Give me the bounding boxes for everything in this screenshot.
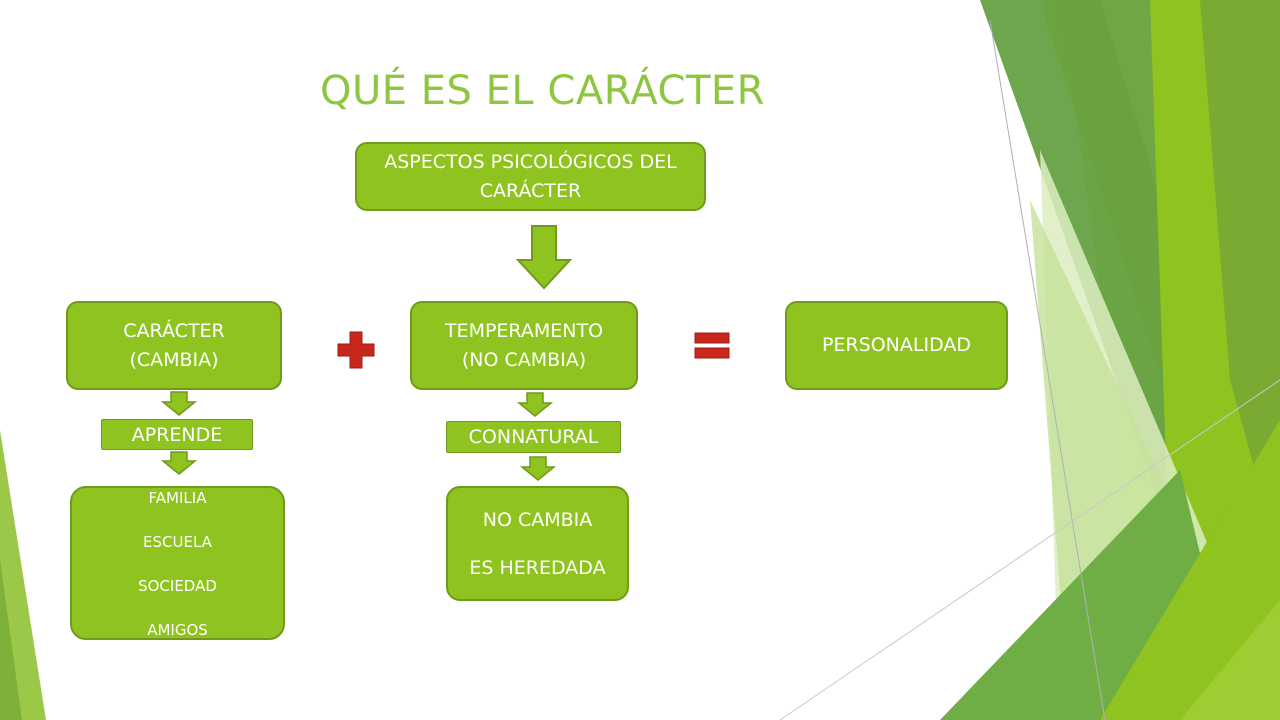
caracter-line-1: CARÁCTER bbox=[123, 319, 225, 342]
aprende-label: APRENDE bbox=[101, 419, 253, 450]
down-arrow-caracter bbox=[161, 391, 197, 416]
connatural-text: CONNATURAL bbox=[468, 426, 599, 448]
down-arrow-temperamento bbox=[517, 392, 553, 417]
page-title: QUÉ ES EL CARÁCTER bbox=[320, 68, 765, 114]
aspectos-line-2: CARÁCTER bbox=[479, 179, 582, 202]
no-cambia-line: NO CAMBIA bbox=[482, 508, 593, 531]
down-arrow-aprende bbox=[161, 451, 197, 475]
equals-icon bbox=[694, 332, 730, 359]
influence-amigos: AMIGOS bbox=[147, 621, 208, 639]
es-heredada-line: ES HEREDADA bbox=[469, 556, 606, 579]
personalidad-label: PERSONALIDAD bbox=[821, 334, 971, 356]
influences-box: FAMILIA ESCUELA SOCIEDAD AMIGOS bbox=[70, 486, 285, 640]
aspectos-line-1: ASPECTOS PSICOLÓGICOS DEL bbox=[384, 150, 677, 173]
caracter-line-2: (CAMBIA) bbox=[129, 348, 219, 371]
influence-familia: FAMILIA bbox=[148, 489, 207, 507]
aspectos-psicologicos-box: ASPECTOS PSICOLÓGICOS DEL CARÁCTER bbox=[355, 142, 706, 211]
personalidad-box: PERSONALIDAD bbox=[785, 301, 1008, 390]
down-arrow-main bbox=[516, 225, 572, 290]
connatural-label: CONNATURAL bbox=[446, 421, 621, 453]
aprende-text: APRENDE bbox=[131, 423, 223, 446]
temperamento-line-1: TEMPERAMENTO bbox=[444, 319, 604, 342]
no-cambia-box: NO CAMBIA ES HEREDADA bbox=[446, 486, 629, 601]
down-arrow-connatural bbox=[520, 456, 556, 481]
influence-escuela: ESCUELA bbox=[143, 533, 212, 551]
temperamento-box: TEMPERAMENTO (NO CAMBIA) bbox=[410, 301, 638, 390]
influence-sociedad: SOCIEDAD bbox=[138, 577, 217, 595]
caracter-box: CARÁCTER (CAMBIA) bbox=[66, 301, 282, 390]
plus-icon bbox=[337, 331, 375, 369]
temperamento-line-2: (NO CAMBIA) bbox=[461, 348, 587, 371]
